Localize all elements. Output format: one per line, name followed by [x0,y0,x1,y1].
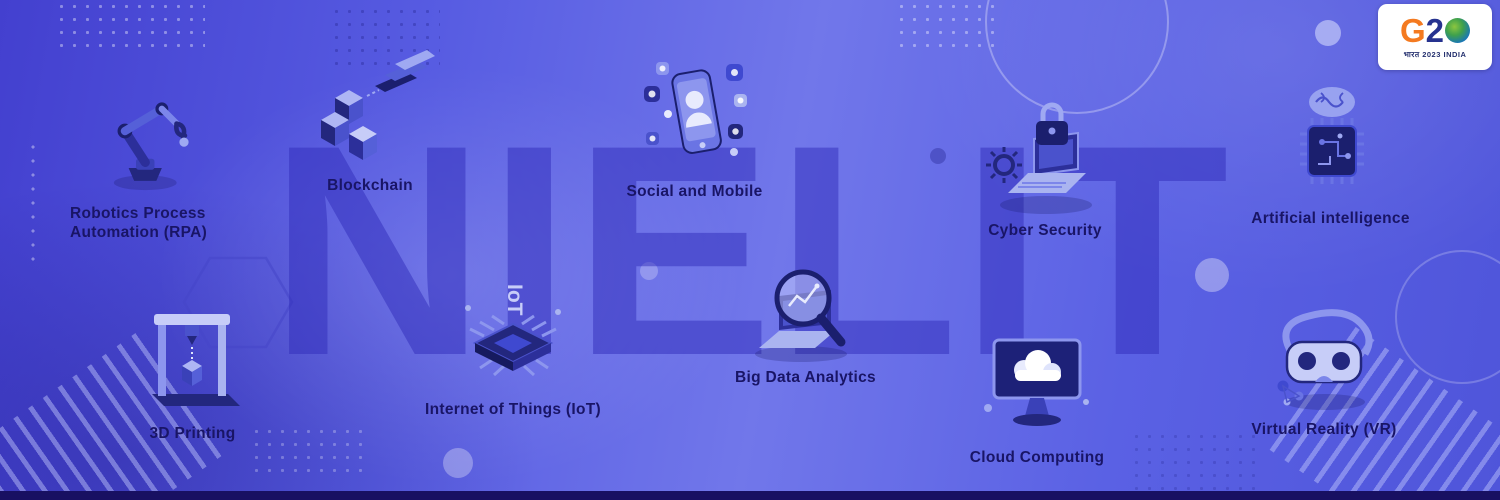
tech-item-blockchain: Blockchain [295,50,445,195]
tech-item-label: Internet of Things (IoT) [425,401,601,418]
dot-pattern [55,0,205,48]
g20-india-logo: G20 भारत 2023 INDIA [1378,4,1492,70]
tech-item-rpa: Robotics Process Automation (RPA) [70,75,285,243]
dot-pattern [250,425,370,480]
vr-headset-icon [1277,309,1373,410]
g20-globe-icon: 0 [1445,18,1471,43]
ai-chip-brain-icon [1299,87,1364,184]
tech-item-cloud-computing: Cloud Computing [948,322,1126,467]
tech-item-iot: IoT Internet of Things (IoT) [418,278,608,419]
tech-item-label: 3D Printing [149,425,236,442]
tech-item-cyber-security: Cyber Security [950,95,1140,240]
3d-printer-icon [152,314,240,406]
bottom-bar [0,491,1500,500]
tech-item-label: Virtual Reality (VR) [1251,421,1397,438]
tech-item-artificial-intelligence: Artificial intelligence [1248,80,1413,228]
magnifier-laptop-icon [754,269,847,362]
robotic-arm-icon [113,102,189,191]
blockchain-cubes-icon [321,50,435,160]
padlock-laptop-icon [985,102,1092,214]
tech-item-label: Cloud Computing [969,449,1105,466]
tech-item-label: Social and Mobile [626,183,763,200]
tech-item-label: Blockchain [327,177,413,194]
cloud-monitor-icon [984,338,1089,426]
tech-item-label: Cyber Security [988,222,1102,239]
circle-decoration [1315,20,1341,46]
tech-item-social-mobile: Social and Mobile [612,52,777,201]
tech-item-3d-printing: 3D Printing [120,300,265,443]
g20-wordmark: G20 [1399,12,1471,49]
tech-item-virtual-reality: Virtual Reality (VR) [1238,298,1410,439]
dot-pattern [895,0,1000,55]
tech-item-big-data: Big Data Analytics [723,252,888,387]
tech-item-label: Artificial intelligence [1251,210,1410,227]
tech-item-label: Big Data Analytics [735,369,876,386]
g20-letter-2: 2 [1425,12,1445,49]
circle-decoration [443,448,473,478]
iot-chip-label: IoT [503,284,526,316]
iot-chip-icon: IoT [464,284,561,377]
g20-letter-g: G [1399,12,1426,49]
tech-item-label: Robotics Process Automation (RPA) [70,205,208,242]
g20-tagline: भारत 2023 INDIA [1403,50,1467,59]
smartphone-social-icon [643,62,747,156]
